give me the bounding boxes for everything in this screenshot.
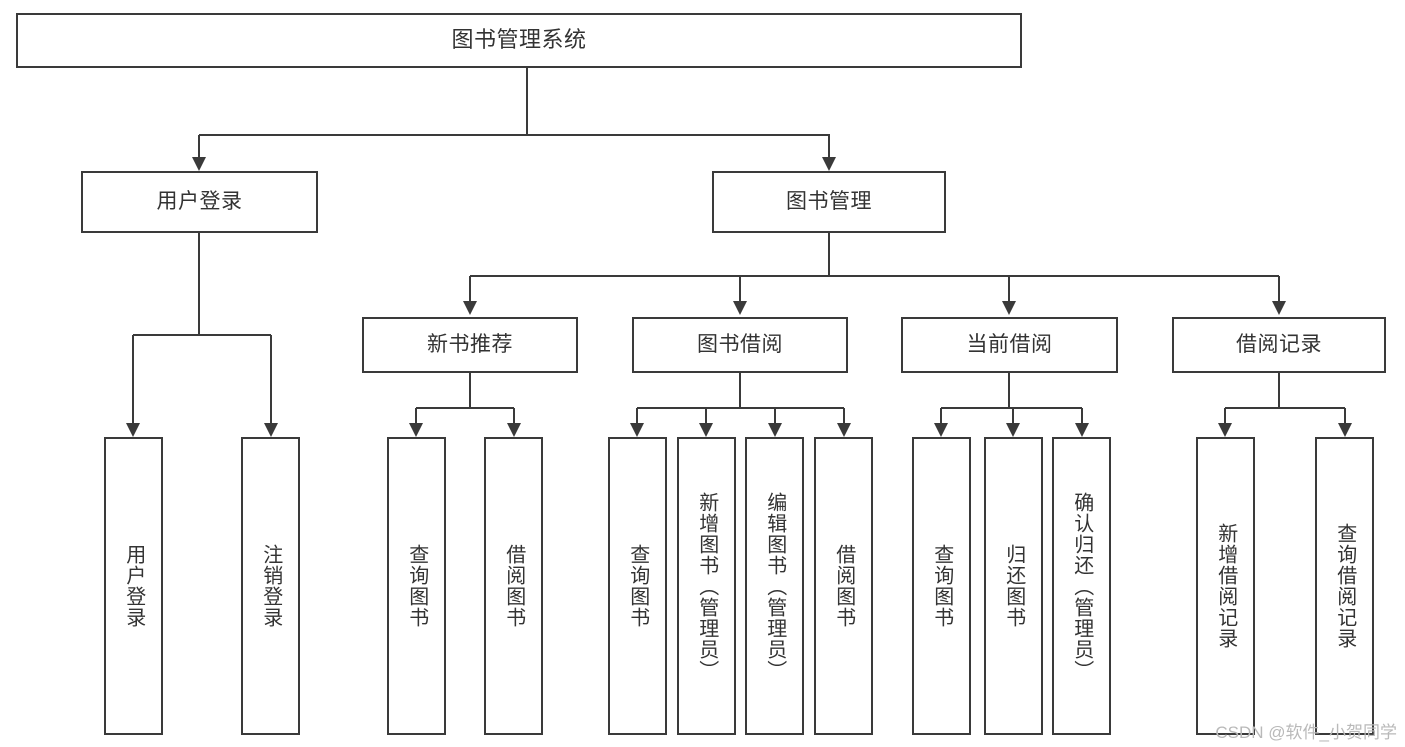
arrow-new-book-rec-icon <box>463 301 477 315</box>
node-label-user-login: 用户登录 <box>156 190 243 214</box>
node-label-current-borrow: 当前借阅 <box>966 333 1053 357</box>
node-leaf-return-book[interactable]: 归还图书 <box>984 437 1043 735</box>
connector-manage-stem <box>828 233 830 276</box>
arrow-leaf-user-login-icon <box>126 423 140 437</box>
node-current-borrow[interactable]: 当前借阅 <box>901 317 1118 373</box>
connector-login-stem <box>198 233 200 335</box>
connector-record-bus <box>1225 407 1345 409</box>
arrow-book-manage-icon <box>822 157 836 171</box>
arrow-book-borrow-icon <box>733 301 747 315</box>
node-label-leaf-logout: 注销登录 <box>259 544 282 628</box>
node-leaf-query-book-3[interactable]: 查询图书 <box>912 437 971 735</box>
node-root[interactable]: 图书管理系统 <box>16 13 1022 68</box>
connector-root-stem <box>526 68 528 135</box>
node-borrow-record[interactable]: 借阅记录 <box>1172 317 1386 373</box>
node-label-leaf-confirm-return: 确认归还（管理员） <box>1070 491 1093 681</box>
connector-manage-bus <box>470 275 1279 277</box>
connector-borrow-to-l4 <box>843 408 845 423</box>
node-label-book-manage: 图书管理 <box>786 190 872 214</box>
node-leaf-borrow-book-1[interactable]: 借阅图书 <box>484 437 543 735</box>
node-label-book-borrow: 图书借阅 <box>697 333 783 357</box>
connector-borrow-to-l3 <box>774 408 776 423</box>
connector-borrow-bus <box>637 407 844 409</box>
connector-root-to-manage <box>828 135 830 157</box>
node-leaf-user-login[interactable]: 用户登录 <box>104 437 163 735</box>
connector-record-to-l2 <box>1344 408 1346 423</box>
node-label-leaf-borrow-book-2: 借阅图书 <box>832 544 855 628</box>
connector-rec-bus <box>416 407 514 409</box>
node-leaf-add-record[interactable]: 新增借阅记录 <box>1196 437 1255 735</box>
connector-login-bus <box>133 334 271 336</box>
connector-borrow-stem <box>739 373 741 408</box>
connector-login-to-l2 <box>270 335 272 423</box>
node-leaf-query-record[interactable]: 查询借阅记录 <box>1315 437 1374 735</box>
arrow-leaf-query-3-icon <box>934 423 948 437</box>
arrow-borrow-record-icon <box>1272 301 1286 315</box>
arrow-leaf-borrow-2-icon <box>837 423 851 437</box>
node-label-leaf-return-book: 归还图书 <box>1002 544 1025 628</box>
node-user-login[interactable]: 用户登录 <box>81 171 318 233</box>
connector-current-to-l3 <box>1081 408 1083 423</box>
arrow-leaf-return-icon <box>1006 423 1020 437</box>
arrow-leaf-query-1-icon <box>409 423 423 437</box>
connector-rec-to-l2 <box>513 408 515 423</box>
connector-current-stem <box>1008 373 1010 408</box>
connector-rec-to-l1 <box>415 408 417 423</box>
node-label-new-book-rec: 新书推荐 <box>427 333 513 357</box>
connector-record-stem <box>1278 373 1280 408</box>
node-label-leaf-borrow-book-1: 借阅图书 <box>502 544 525 628</box>
node-label-leaf-query-book-3: 查询图书 <box>930 544 953 628</box>
connector-borrow-to-l1 <box>636 408 638 423</box>
connector-current-bus <box>941 407 1082 409</box>
node-leaf-edit-book[interactable]: 编辑图书（管理员） <box>745 437 804 735</box>
node-label-leaf-query-book-1: 查询图书 <box>405 544 428 628</box>
arrow-leaf-add-rec-icon <box>1218 423 1232 437</box>
node-label-leaf-edit-book: 编辑图书（管理员） <box>763 491 786 681</box>
connector-root-to-login <box>198 135 200 157</box>
node-book-borrow[interactable]: 图书借阅 <box>632 317 848 373</box>
node-label-leaf-user-login: 用户登录 <box>122 544 145 628</box>
node-label-leaf-query-book-2: 查询图书 <box>626 544 649 628</box>
node-label-borrow-record: 借阅记录 <box>1236 333 1322 357</box>
connector-current-to-l1 <box>940 408 942 423</box>
node-leaf-query-book-1[interactable]: 查询图书 <box>387 437 446 735</box>
node-label-root: 图书管理系统 <box>451 27 587 53</box>
connector-login-to-l1 <box>132 335 134 423</box>
arrow-leaf-query-rec-icon <box>1338 423 1352 437</box>
arrow-current-borrow-icon <box>1002 301 1016 315</box>
node-leaf-query-book-2[interactable]: 查询图书 <box>608 437 667 735</box>
arrow-user-login-icon <box>192 157 206 171</box>
connector-current-to-l2 <box>1012 408 1014 423</box>
connector-manage-to-n2 <box>739 276 741 301</box>
arrow-leaf-edit-book-icon <box>768 423 782 437</box>
connector-rec-stem <box>469 373 471 408</box>
node-label-leaf-add-book: 新增图书（管理员） <box>695 491 718 681</box>
node-leaf-add-book[interactable]: 新增图书（管理员） <box>677 437 736 735</box>
node-new-book-rec[interactable]: 新书推荐 <box>362 317 578 373</box>
arrow-leaf-confirm-icon <box>1075 423 1089 437</box>
node-leaf-borrow-book-2[interactable]: 借阅图书 <box>814 437 873 735</box>
arrow-leaf-add-book-icon <box>699 423 713 437</box>
connector-record-to-l1 <box>1224 408 1226 423</box>
connector-manage-to-n4 <box>1278 276 1280 301</box>
connector-manage-to-n3 <box>1008 276 1010 301</box>
node-book-manage[interactable]: 图书管理 <box>712 171 946 233</box>
node-leaf-confirm-return[interactable]: 确认归还（管理员） <box>1052 437 1111 735</box>
node-leaf-logout[interactable]: 注销登录 <box>241 437 300 735</box>
watermark: CSDN @软件_小贺同学 <box>1215 723 1397 742</box>
connector-borrow-to-l2 <box>705 408 707 423</box>
node-label-leaf-query-record: 查询借阅记录 <box>1333 523 1356 649</box>
connector-manage-to-n1 <box>469 276 471 301</box>
node-label-leaf-add-record: 新增借阅记录 <box>1214 523 1237 649</box>
arrow-leaf-query-2-icon <box>630 423 644 437</box>
arrow-leaf-logout-icon <box>264 423 278 437</box>
connector-root-bus <box>199 134 830 136</box>
arrow-leaf-borrow-1-icon <box>507 423 521 437</box>
